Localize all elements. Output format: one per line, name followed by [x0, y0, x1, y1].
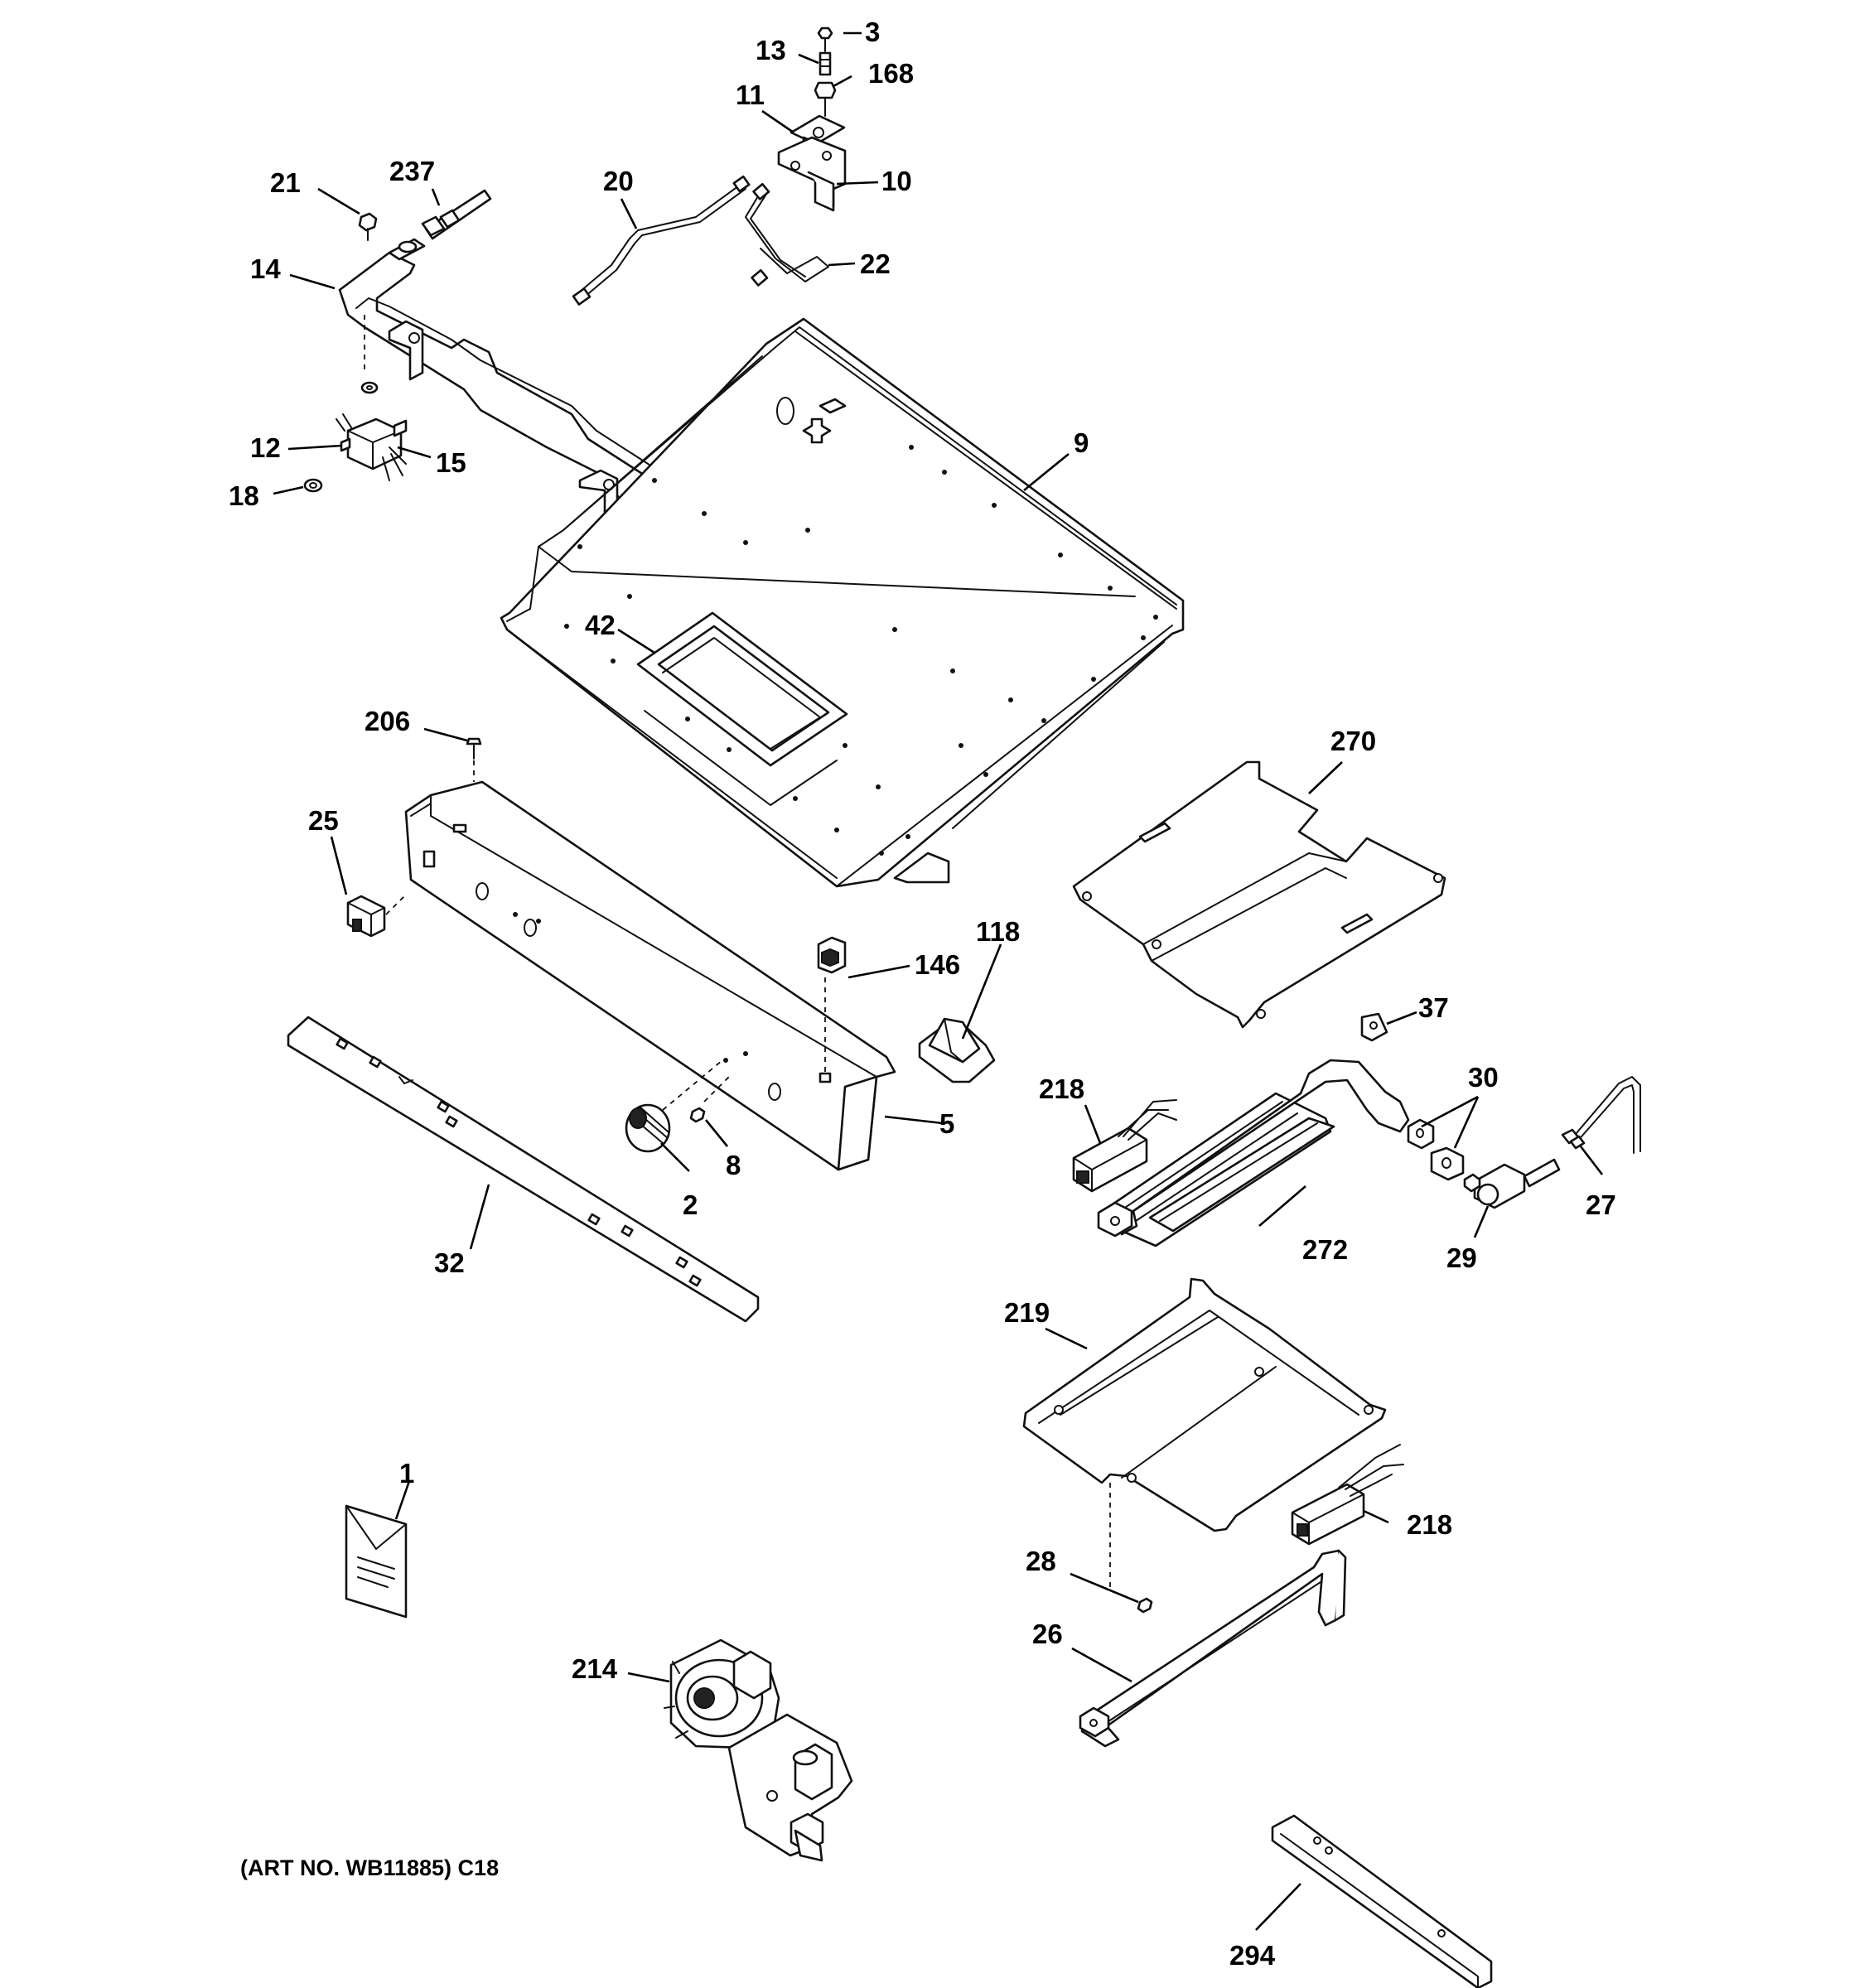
part-25-switch[interactable]: [346, 894, 407, 938]
callout-5: 5: [939, 1108, 954, 1139]
callout-leaders: [273, 31, 1604, 1931]
callout-21: 21: [270, 167, 301, 198]
part-15-wire[interactable]: [382, 446, 407, 481]
part-21-screw[interactable]: [358, 212, 378, 241]
part-214-gas-regulator[interactable]: [664, 1638, 853, 1862]
callout-29: 29: [1446, 1242, 1477, 1273]
part-9-burner-box[interactable]: [500, 317, 1185, 888]
callout-25: 25: [308, 805, 339, 836]
callout-118: 118: [976, 916, 1020, 947]
part-5-control-panel[interactable]: [404, 780, 896, 1171]
washer-under-manifold: [360, 381, 379, 394]
callout-20: 20: [603, 166, 634, 196]
part-237-fitting[interactable]: [421, 189, 492, 240]
part-20-tube[interactable]: [572, 175, 751, 306]
callout-218-lower: 218: [1407, 1509, 1452, 1540]
callout-294: 294: [1229, 1940, 1276, 1971]
callout-219: 219: [1004, 1297, 1050, 1328]
callout-10: 10: [881, 166, 912, 196]
part-26-burner[interactable]: [1079, 1549, 1347, 1748]
part-218-igniter-lower[interactable]: [1291, 1444, 1404, 1546]
callout-1: 1: [399, 1458, 414, 1489]
callout-12: 12: [250, 432, 281, 463]
part-168-nut[interactable]: [814, 81, 837, 117]
callout-270: 270: [1330, 726, 1376, 756]
callout-22: 22: [860, 248, 891, 279]
part-12-valve[interactable]: [336, 413, 408, 470]
part-10-bracket[interactable]: [777, 136, 847, 212]
callout-32: 32: [434, 1247, 465, 1278]
part-218-igniter-upper[interactable]: [1072, 1099, 1177, 1193]
part-32-trim-strip[interactable]: [287, 1016, 760, 1323]
callout-42: 42: [585, 610, 616, 640]
part-206-screw[interactable]: [466, 737, 482, 782]
part-27-tube[interactable]: [1561, 1076, 1641, 1154]
part-28-screw[interactable]: [1109, 1483, 1153, 1614]
part-2-knob[interactable]: [625, 1103, 671, 1153]
part-272-burner-tube[interactable]: [1099, 1092, 1335, 1247]
callout-11: 11: [736, 80, 765, 110]
part-3-screw[interactable]: [817, 27, 833, 52]
part-13-spacer[interactable]: [819, 51, 832, 76]
part-146-clip[interactable]: [817, 936, 847, 1083]
callout-28: 28: [1026, 1546, 1056, 1576]
callout-37: 37: [1418, 992, 1449, 1023]
callout-168: 168: [868, 58, 914, 89]
part-22-tube[interactable]: [745, 182, 829, 287]
callout-15: 15: [436, 447, 466, 478]
callout-13: 13: [756, 35, 786, 65]
part-118-cover[interactable]: [918, 1017, 996, 1083]
part-18-washer[interactable]: [303, 478, 323, 493]
callout-272: 272: [1302, 1234, 1348, 1265]
callout-214: 214: [572, 1653, 618, 1684]
part-1-literature-envelope[interactable]: [345, 1504, 408, 1619]
knob-alignment-line: [662, 1059, 723, 1111]
callout-146: 146: [915, 949, 960, 980]
part-219-shield[interactable]: [1022, 1277, 1387, 1532]
callout-26: 26: [1032, 1619, 1063, 1649]
callout-8: 8: [726, 1150, 741, 1180]
part-14-manifold-pipe[interactable]: [338, 238, 677, 524]
callout-27: 27: [1586, 1189, 1616, 1220]
part-30-orifice-hoods[interactable]: [1407, 1118, 1465, 1181]
callout-206: 206: [365, 706, 410, 736]
callout-9: 9: [1074, 427, 1089, 458]
callout-2: 2: [683, 1189, 698, 1220]
callout-14: 14: [250, 253, 281, 284]
part-37-clip[interactable]: [1360, 1012, 1388, 1042]
callout-218-upper: 218: [1039, 1074, 1084, 1104]
callout-237: 237: [389, 156, 435, 186]
part-270-shield[interactable]: [1072, 760, 1446, 1029]
callout-30: 30: [1468, 1062, 1499, 1093]
part-orifice-burner-pipe[interactable]: [1097, 1059, 1410, 1238]
callout-3: 3: [865, 17, 880, 47]
callout-labels: 3 13 168 11 10 20 22 21 237 14 12 15 18 …: [229, 17, 1616, 1971]
part-294-bracket[interactable]: [1271, 1814, 1493, 1988]
part-8-screw[interactable]: [689, 1076, 730, 1123]
art-number-caption: (ART NO. WB11885) C18: [240, 1855, 500, 1880]
part-29-valve[interactable]: [1463, 1158, 1561, 1209]
callout-18: 18: [229, 480, 259, 511]
